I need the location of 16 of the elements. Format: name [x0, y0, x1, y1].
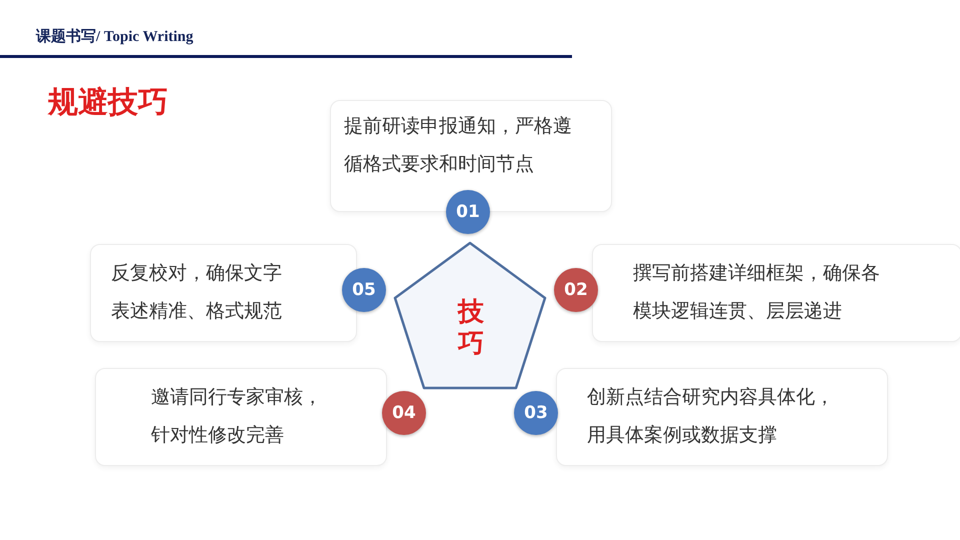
slide-title: 规避技巧: [48, 84, 168, 122]
tip-text: 反复校对，确保文字表述精准、格式规范: [111, 261, 283, 324]
center-text: 技巧: [458, 296, 484, 360]
text-card: [592, 244, 960, 342]
number-circle: 03: [514, 391, 558, 435]
number-circle: 02: [554, 268, 598, 312]
tip-text: 提前研读申报通知，严格遵循格式要求和时间节点: [344, 114, 573, 177]
header-text: 课题书写/ Topic Writing: [36, 27, 194, 46]
tip-text: 撰写前搭建详细框架，确保各模块逻辑连贯、层层递进: [633, 261, 881, 324]
text-card: [95, 368, 387, 466]
text-card: [556, 368, 888, 466]
tip-text: 创新点结合研究内容具体化，用具体案例或数据支撑: [587, 385, 835, 448]
number-circle: 05: [342, 268, 386, 312]
number-circle: 04: [382, 391, 426, 435]
number-circle: 01: [446, 190, 490, 234]
tip-text: 邀请同行专家审核，针对性修改完善: [151, 385, 323, 448]
